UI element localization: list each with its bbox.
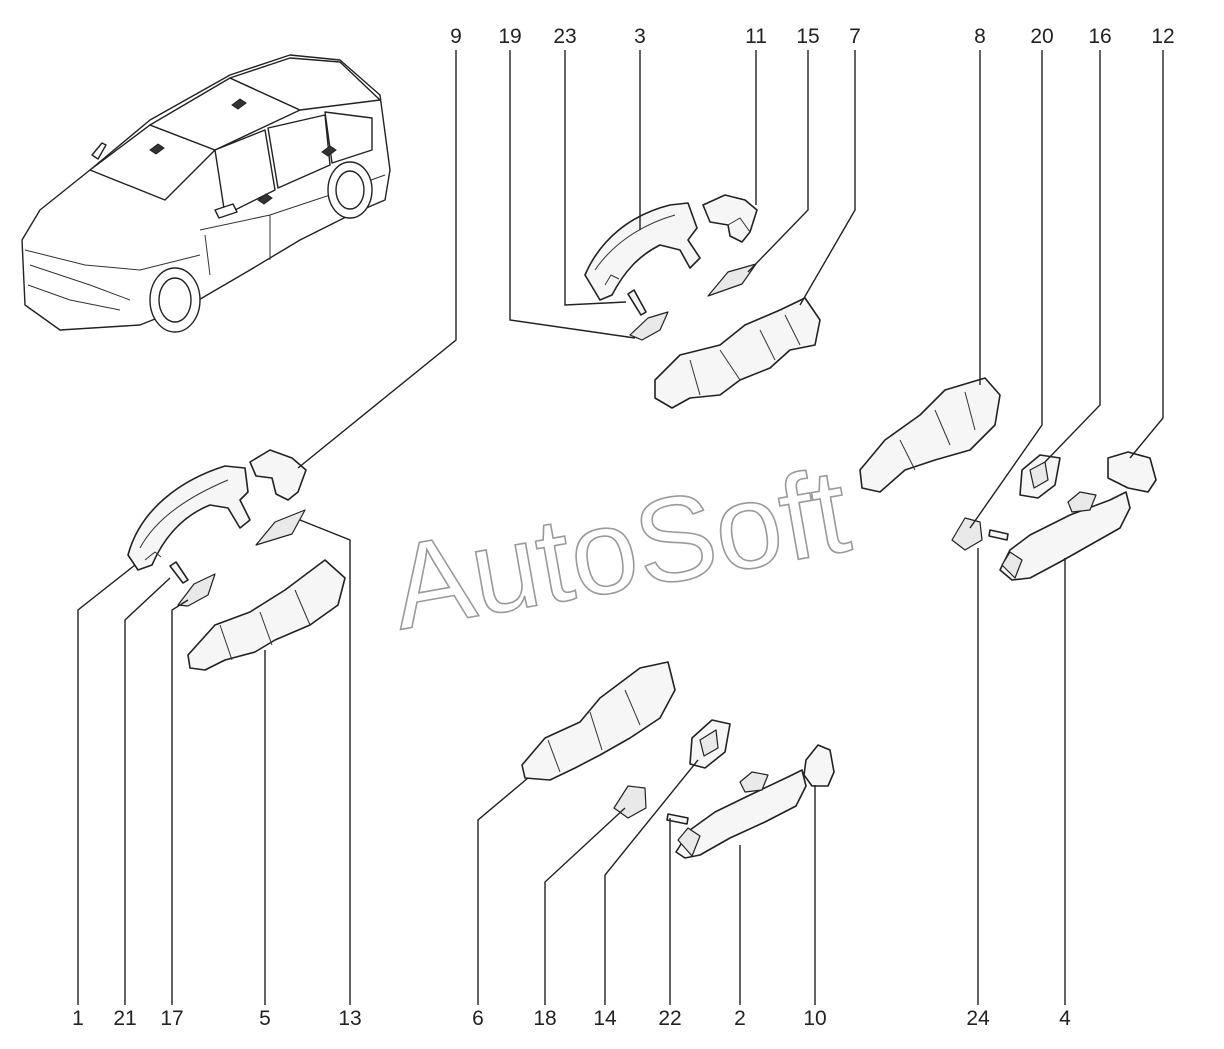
callout-15: 15 xyxy=(796,25,819,48)
callout-5: 5 xyxy=(259,1007,271,1030)
callout-17: 17 xyxy=(160,1007,183,1030)
callout-20: 20 xyxy=(1030,25,1053,48)
callout-1: 1 xyxy=(72,1007,84,1030)
callout-21: 21 xyxy=(113,1007,136,1030)
handle-part-3 xyxy=(584,202,701,301)
callout-10: 10 xyxy=(803,1007,826,1030)
callout-16: 16 xyxy=(1088,25,1111,48)
leader-lines xyxy=(77,50,1164,1005)
callout-6: 6 xyxy=(472,1007,484,1030)
cap-part-12 xyxy=(1107,451,1157,493)
callout-12: 12 xyxy=(1151,25,1174,48)
cap-part-10 xyxy=(803,744,835,787)
escutcheon-part-14 xyxy=(689,719,731,769)
car-illustration xyxy=(21,54,391,333)
cap-part-11 xyxy=(702,194,758,243)
clip-part-20 xyxy=(951,517,983,551)
screw-part-23 xyxy=(627,289,647,316)
callout-23: 23 xyxy=(553,25,576,48)
callout-14: 14 xyxy=(593,1007,617,1030)
escutcheon-part-16 xyxy=(1019,454,1061,499)
bracket-part-7 xyxy=(654,297,821,409)
callouts-bottom: 1 21 17 5 13 6 18 14 22 2 10 24 4 xyxy=(72,1007,1071,1030)
callout-3: 3 xyxy=(634,25,646,48)
screw-part-22 xyxy=(666,813,689,825)
cap-part-9 xyxy=(249,449,307,501)
watermark-text: AutoSoft xyxy=(381,443,858,655)
bracket-part-8 xyxy=(859,377,1001,493)
gasket-part-15 xyxy=(707,263,757,297)
callout-22: 22 xyxy=(658,1007,681,1030)
handle-part-1 xyxy=(127,465,251,571)
callout-19: 19 xyxy=(498,25,521,48)
gasket-part-13 xyxy=(255,509,306,546)
clip-part-17 xyxy=(177,573,216,607)
callouts-top: 9 19 23 3 11 15 7 8 20 16 12 xyxy=(450,25,1175,48)
callout-4: 4 xyxy=(1059,1007,1071,1030)
callout-8: 8 xyxy=(974,25,986,48)
callout-18: 18 xyxy=(533,1007,556,1030)
callout-11: 11 xyxy=(745,25,767,48)
clip-part-19 xyxy=(629,311,669,341)
bracket-part-6 xyxy=(521,661,676,781)
callout-2: 2 xyxy=(734,1007,746,1030)
callout-24: 24 xyxy=(966,1007,990,1030)
screw-part-24 xyxy=(988,529,1009,541)
callout-13: 13 xyxy=(338,1007,361,1030)
callout-9: 9 xyxy=(450,25,462,48)
handle-part-2 xyxy=(675,769,807,859)
handle-part-4 xyxy=(999,491,1131,581)
screw-part-21 xyxy=(169,561,189,584)
callout-7: 7 xyxy=(849,25,861,48)
bracket-part-5 xyxy=(187,559,346,671)
